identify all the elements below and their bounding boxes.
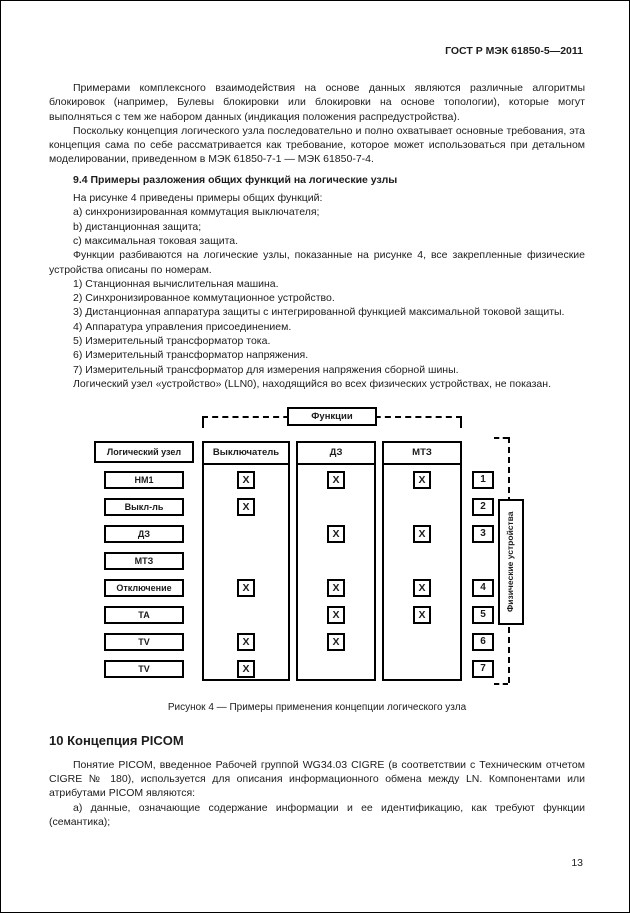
mark-cell xyxy=(413,498,431,516)
logical-node-row: ТА X X 5 xyxy=(94,606,540,625)
column-header: Выключатель xyxy=(204,443,288,466)
mark-cell: X xyxy=(327,633,345,652)
logical-node-header: Логический узел xyxy=(94,441,194,464)
logical-node-row: НМ1 X X X 1 xyxy=(94,471,540,490)
device-number: 3 xyxy=(472,525,494,544)
section-heading-10: 10 Концепция PICOM xyxy=(49,732,184,748)
function-column-overcurrent: МТЗ xyxy=(382,441,462,682)
paragraph: Функции разбиваются на логические узлы, … xyxy=(49,249,585,276)
mark-cell: X xyxy=(237,579,255,598)
logical-node-row: Отключение X X X 4 xyxy=(94,579,540,598)
functions-label-box: Функции xyxy=(287,407,377,427)
page-number: 13 xyxy=(571,857,583,869)
row-label: Выкл-ль xyxy=(104,498,184,517)
mark-cell: X xyxy=(413,471,431,490)
list-item: 4) Аппаратура управления присоединением. xyxy=(73,320,292,333)
list-item: a) синхронизированная коммутация выключа… xyxy=(73,206,320,219)
paragraph: Логический узел «устройство» (LLN0), нах… xyxy=(73,377,551,390)
mark-cell xyxy=(237,552,255,570)
mark-cell: X xyxy=(327,525,345,544)
row-label: ДЗ xyxy=(104,525,184,544)
list-item: 1) Станционная вычислительная машина. xyxy=(73,277,279,290)
mark-cell: X xyxy=(327,606,345,625)
figure-caption: Рисунок 4 — Примеры применения концепции… xyxy=(167,702,467,714)
mark-cell: X xyxy=(327,579,345,598)
list-item: 7) Измерительный трансформатор для измер… xyxy=(73,363,459,376)
paragraph: Примерами комплексного взаимодействия на… xyxy=(49,82,585,123)
function-column-distance: ДЗ xyxy=(296,441,376,682)
list-item: 2) Синхронизированное коммутационное уст… xyxy=(73,292,335,305)
device-number: 1 xyxy=(472,471,494,490)
mark-cell: X xyxy=(413,606,431,625)
list-item: 6) Измерительный трансформатор напряжени… xyxy=(73,349,309,362)
logical-node-row: МТЗ xyxy=(94,552,540,571)
mark-cell xyxy=(413,552,431,570)
mark-cell xyxy=(327,552,345,570)
functions-bracket-tick-left xyxy=(202,416,204,429)
list-item: b) дистанционная защита; xyxy=(73,220,202,233)
column-header: МТЗ xyxy=(384,443,460,466)
mark-cell: X xyxy=(237,498,255,517)
page-content: Примерами комплексного взаимодействия на… xyxy=(49,81,585,829)
device-number: 2 xyxy=(472,498,494,517)
paragraph: Понятие PICOM, введенное Рабочей группой… xyxy=(49,758,585,800)
logical-node-row: TV X X 6 xyxy=(94,633,540,652)
row-label: Отключение xyxy=(104,579,184,598)
device-number: 6 xyxy=(472,633,494,652)
paragraph: Поскольку концепция логического узла пос… xyxy=(49,124,585,166)
mark-cell: X xyxy=(413,579,431,598)
list-item: c) максимальная токовая защита. xyxy=(73,234,239,247)
mark-cell: X xyxy=(413,525,431,544)
column-header: ДЗ xyxy=(298,443,374,466)
logical-node-row: Выкл-ль X 2 xyxy=(94,498,540,517)
row-label: ТА xyxy=(104,606,184,625)
function-column-breaker: Выключатель xyxy=(202,441,290,682)
mark-cell: X xyxy=(237,471,255,490)
physical-devices-label: Физические устройства xyxy=(498,499,524,626)
physical-devices-bracket-tick-bottom xyxy=(494,683,508,686)
standard-number: ГОСТ Р МЭК 61850-5—2011 xyxy=(445,45,583,57)
mark-cell xyxy=(237,525,255,543)
section-heading-9-4: 9.4 Примеры разложения общих функций на … xyxy=(73,173,398,186)
mark-cell xyxy=(413,633,431,651)
mark-cell: X xyxy=(327,471,345,490)
mark-cell xyxy=(327,660,345,678)
mark-cell xyxy=(413,660,431,678)
row-label: МТЗ xyxy=(104,552,184,571)
device-number: 5 xyxy=(472,606,494,625)
figure-4-diagram: Функции Логический узел Выключатель ДЗ М… xyxy=(94,407,540,691)
list-item: а) данные, означающие содержание информа… xyxy=(49,801,585,829)
row-label: НМ1 xyxy=(104,471,184,490)
functions-bracket-tick-right xyxy=(460,416,462,429)
row-label: TV xyxy=(104,660,184,679)
physical-devices-bracket-tick-top xyxy=(494,437,508,440)
device-number: 4 xyxy=(472,579,494,598)
mark-cell xyxy=(237,606,255,624)
logical-node-row: ДЗ X X 3 xyxy=(94,525,540,544)
mark-cell: X xyxy=(237,660,255,679)
paragraph: На рисунке 4 приведены примеры общих фун… xyxy=(73,192,323,205)
mark-cell xyxy=(327,498,345,516)
row-label: TV xyxy=(104,633,184,652)
list-item: 3) Дистанционная аппаратура защиты с инт… xyxy=(73,306,565,319)
logical-node-row: TV X 7 xyxy=(94,660,540,679)
device-number: 7 xyxy=(472,660,494,679)
list-item: 5) Измерительный трансформатор тока. xyxy=(73,335,271,348)
mark-cell: X xyxy=(237,633,255,652)
